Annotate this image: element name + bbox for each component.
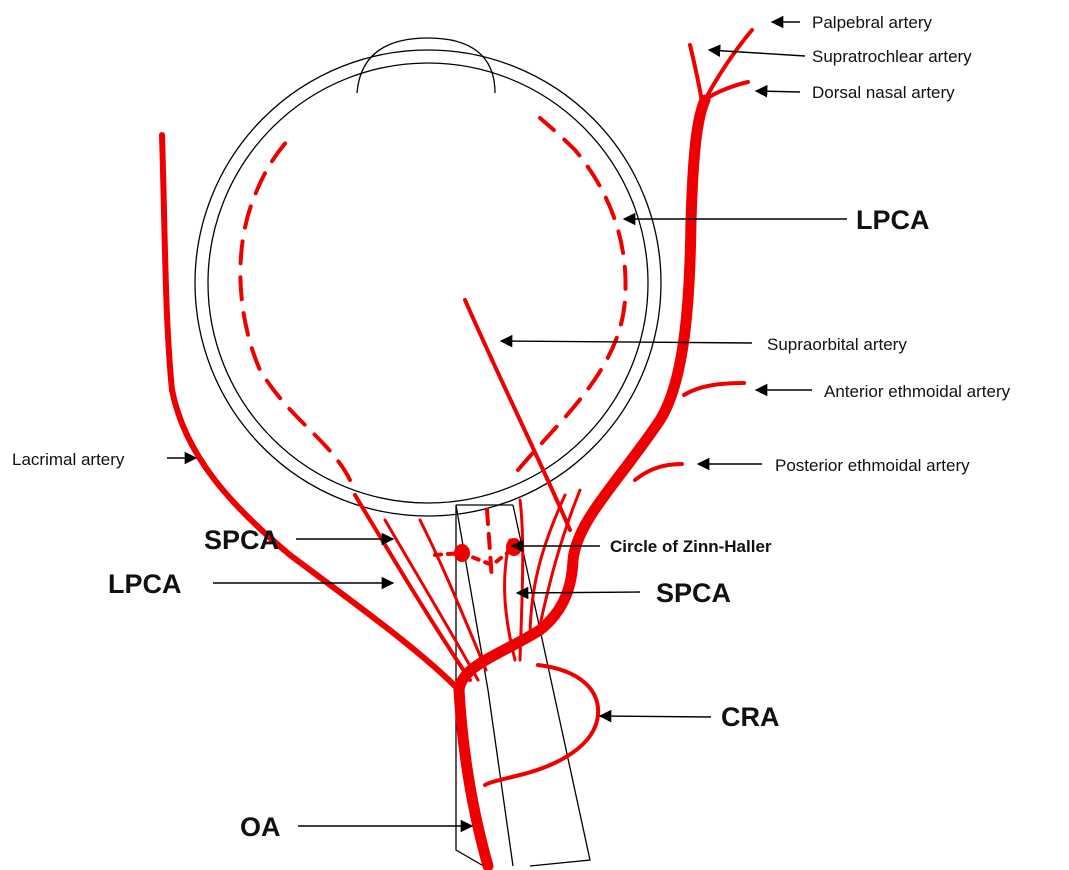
globe-outer-outline (195, 50, 661, 516)
label-cra: CRA (721, 702, 780, 732)
zinn-haller-node-right (506, 538, 522, 556)
lpca-left-vessel (355, 495, 470, 680)
central-retinal-artery-vessel (485, 665, 598, 785)
label-supratrochlear-artery: Supratrochlear artery (812, 47, 972, 66)
circle-of-zinn-haller (435, 510, 522, 580)
cornea-outline (357, 38, 495, 93)
ophthalmic-artery-trunk (459, 100, 705, 866)
label-dorsal-nasal-artery: Dorsal nasal artery (812, 83, 955, 102)
supraorbital-arrow (501, 341, 752, 343)
lpca-right-dashed (518, 118, 626, 470)
label-lpca-top: LPCA (856, 205, 930, 235)
eyeball (195, 38, 661, 516)
cra-arrow (600, 716, 711, 717)
posterior-ethmoidal-vessel (635, 464, 682, 480)
lpca-right-vessel (520, 500, 523, 660)
label-circle-of-zinn-haller: Circle of Zinn-Haller (610, 537, 772, 556)
supratrochlear-arrow (709, 50, 805, 56)
label-oa: OA (240, 812, 281, 842)
label-spca-left: SPCA (204, 525, 279, 555)
dorsal-nasal-arrow (756, 91, 800, 92)
arteries (162, 30, 752, 866)
zinn-haller-dotted (435, 547, 515, 565)
lpca-left-dashed (240, 140, 350, 480)
supraorbital-vessel (465, 300, 570, 530)
label-palpebral-artery: Palpebral artery (812, 13, 933, 32)
label-lpca-left: LPCA (108, 569, 182, 599)
spca-right-arrow (517, 592, 640, 593)
palpebral-artery-vessel (704, 30, 752, 102)
anterior-ethmoidal-vessel (684, 383, 744, 395)
globe-inner-outline (208, 63, 648, 503)
supratrochlear-artery-vessel (690, 45, 702, 102)
zinn-haller-node-left (454, 544, 470, 562)
label-anterior-ethmoidal-artery: Anterior ethmoidal artery (824, 382, 1011, 401)
label-spca-right: SPCA (656, 578, 731, 608)
zinn-haller-dashed-inner (487, 510, 492, 580)
label-lacrimal-artery: Lacrimal artery (12, 450, 125, 469)
label-supraorbital-artery: Supraorbital artery (767, 335, 907, 354)
label-posterior-ethmoidal-artery: Posterior ethmoidal artery (775, 456, 970, 475)
lacrimal-artery-vessel (162, 135, 459, 690)
